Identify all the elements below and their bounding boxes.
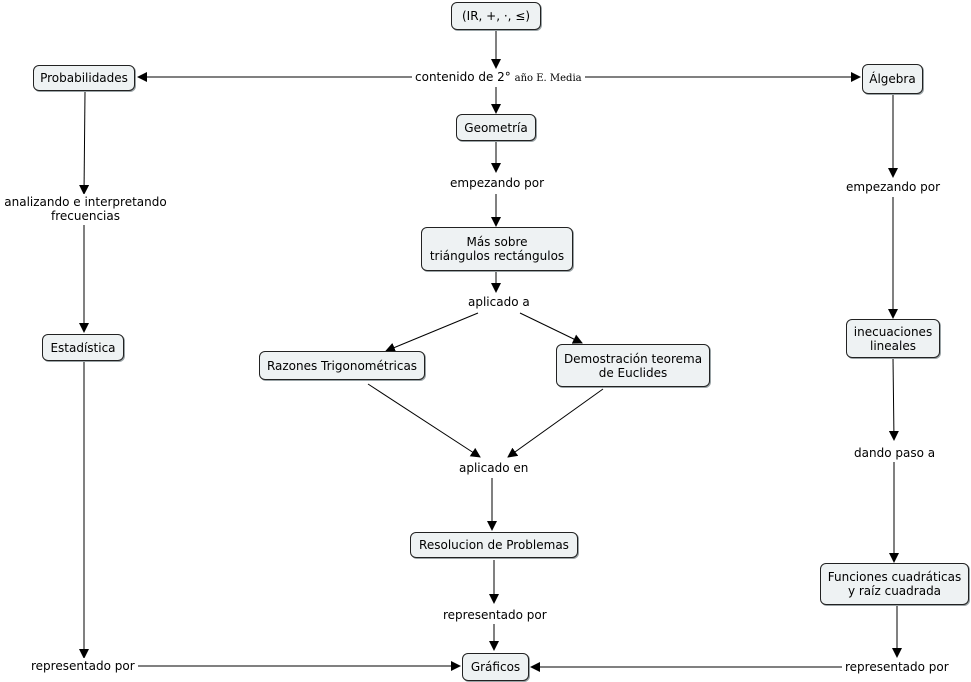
link-representado-left: representado por <box>28 658 138 674</box>
node-probabilidades[interactable]: Probabilidades <box>33 65 135 91</box>
node-geometria-label: Geometría <box>464 120 528 135</box>
node-funciones-line2: y raíz cuadrada <box>847 584 942 598</box>
link-empezando-geometria-text: empezando por <box>450 176 544 190</box>
node-algebra-label: Álgebra <box>869 72 916 86</box>
link-aplicado-en-text: aplicado en <box>459 461 529 475</box>
node-probabilidades-label: Probabilidades <box>40 71 128 85</box>
node-funciones-cuadraticas[interactable]: Funciones cuadráticas y raíz cuadrada <box>820 563 969 605</box>
link-representado-center: representado por <box>440 607 550 623</box>
node-graficos[interactable]: Gráficos <box>462 653 529 681</box>
node-demostracion-euclides[interactable]: Demostración teorema de Euclides <box>556 344 710 387</box>
node-graficos-label: Gráficos <box>470 660 521 674</box>
node-resolucion-problemas[interactable]: Resolucion de Problemas <box>410 532 578 558</box>
node-inecuaciones-line1: inecuaciones <box>853 324 933 339</box>
node-resolucion-label: Resolucion de Problemas <box>419 538 569 552</box>
link-representado-right-text: representado por <box>845 660 949 674</box>
link-empezando-algebra-text: empezando por <box>846 180 940 194</box>
node-triangulos-rectangulos[interactable]: Más sobre triángulos rectángulos <box>421 227 573 271</box>
node-demostracion-line1: Demostración teorema <box>563 351 703 366</box>
node-algebra[interactable]: Álgebra <box>862 64 923 94</box>
link-representado-right: representado por <box>842 659 952 675</box>
node-razones-label: Razones Trigonométricas <box>266 358 418 373</box>
link-aplicado-a-text: aplicado a <box>468 295 530 309</box>
link-aplicado-a: aplicado a <box>465 294 533 310</box>
node-root-ir-label: (IR, +, ·, ≤) <box>461 9 531 23</box>
link-analizando-line1: analizando e interpretando <box>4 195 167 209</box>
link-contenido-main: contenido de 2° <box>415 70 511 84</box>
node-triangulos-line2: triángulos rectángulos <box>429 249 565 263</box>
link-representado-center-text: representado por <box>443 608 547 622</box>
node-triangulos-line1: Más sobre <box>466 235 528 249</box>
link-dando-paso-a: dando paso a <box>851 445 939 461</box>
node-root-ir[interactable]: (IR, +, ·, ≤) <box>451 2 541 30</box>
node-demostracion-line2: de Euclides <box>598 365 668 380</box>
link-empezando-algebra: empezando por <box>843 179 943 195</box>
link-analizando-line2: frecuencias <box>50 209 120 223</box>
link-dando-paso-text: dando paso a <box>854 446 936 460</box>
link-contenido-small: año E. Media <box>514 73 582 84</box>
link-empezando-geometria: empezando por <box>447 175 547 191</box>
link-aplicado-en: aplicado en <box>456 460 532 476</box>
link-representado-left-text: representado por <box>31 659 135 673</box>
node-geometria[interactable]: Geometría <box>456 114 536 141</box>
node-estadistica[interactable]: Estadística <box>42 334 124 361</box>
link-analizando-interpretando: analizando e interpretando frecuencias <box>0 194 171 224</box>
link-contenido-2-ano: contenido de 2° año E. Media <box>412 69 585 87</box>
node-inecuaciones-line2: lineales <box>870 338 916 353</box>
node-estadistica-label: Estadística <box>50 340 116 355</box>
node-inecuaciones-lineales[interactable]: inecuaciones lineales <box>846 319 940 358</box>
node-funciones-line1: Funciones cuadráticas <box>827 570 962 584</box>
node-razones-trigonometricas[interactable]: Razones Trigonométricas <box>259 351 425 380</box>
